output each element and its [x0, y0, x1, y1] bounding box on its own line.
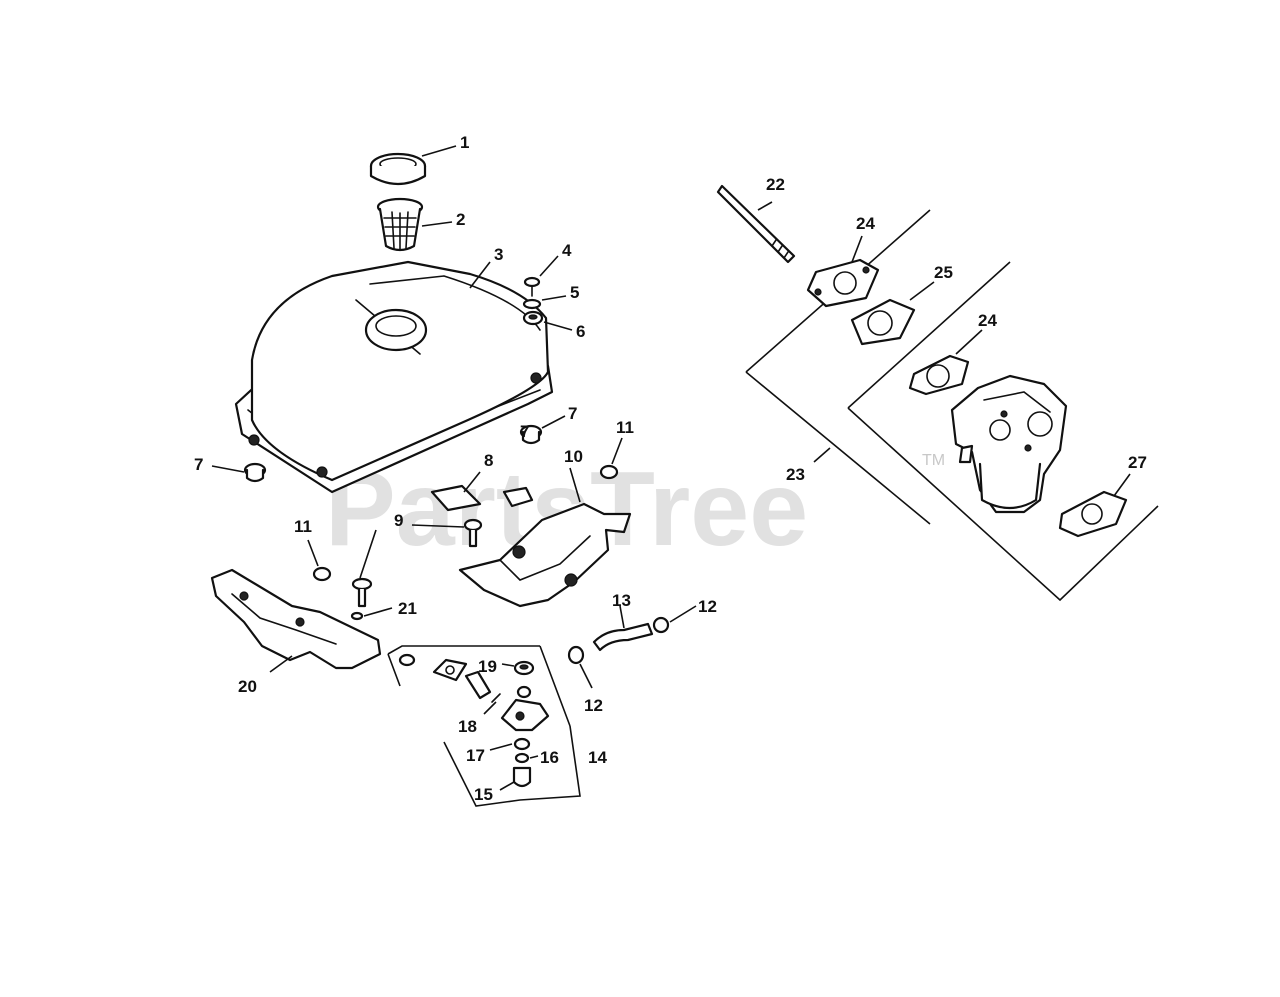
callout-4: 4 [562, 241, 572, 260]
part-gasket-27[interactable] [1058, 490, 1128, 538]
part-fuel-tank[interactable] [234, 260, 554, 494]
callout-14: 14 [588, 748, 607, 767]
part-washer-21[interactable] [350, 611, 364, 621]
watermark-trademark: TM [922, 452, 945, 469]
part-grommet-6[interactable] [522, 310, 544, 326]
callout-24a: 24 [856, 214, 875, 233]
callout-12a: 12 [698, 597, 717, 616]
part-bolt-4[interactable] [523, 276, 541, 297]
callout-2: 2 [456, 210, 465, 229]
part-washer-5[interactable] [522, 298, 542, 310]
callout-18: 18 [458, 717, 477, 736]
callout-15: 15 [474, 785, 493, 804]
part-insulator-25[interactable] [850, 298, 916, 346]
part-bushing-7a[interactable] [519, 424, 543, 445]
callout-8: 8 [484, 451, 493, 470]
watermark: PartsTree TM [325, 450, 945, 568]
callout-27: 27 [1128, 453, 1147, 472]
part-bolt-9b[interactable] [351, 577, 373, 608]
callout-16: 16 [540, 748, 559, 767]
callout-3: 3 [494, 245, 503, 264]
part-bushing-7b[interactable] [243, 462, 267, 483]
part-cap-11a[interactable] [599, 464, 619, 480]
callout-11a: 11 [616, 418, 634, 437]
callout-11b: 11 [294, 517, 312, 536]
callout-10: 10 [564, 447, 583, 466]
part-carb-gasket-24b[interactable] [908, 354, 970, 396]
callout-5: 5 [570, 283, 579, 302]
part-bolt-9a[interactable] [463, 518, 483, 548]
callout-13: 13 [612, 591, 631, 610]
part-clamp-12a[interactable] [567, 645, 585, 665]
callout-24b: 24 [978, 311, 997, 330]
part-clamp-12b[interactable] [652, 616, 670, 634]
callout-12b: 12 [584, 696, 603, 715]
callout-7b: 7 [194, 455, 203, 474]
part-valve-body[interactable] [500, 685, 550, 732]
part-fuel-hose[interactable] [592, 622, 654, 652]
callout-25: 25 [934, 263, 953, 282]
leader-lines [211, 145, 1131, 791]
callout-7c: 7 [520, 422, 529, 441]
callout-17: 17 [466, 746, 485, 765]
part-valve-washer-19[interactable] [513, 660, 535, 676]
part-fuel-valve-assembly[interactable] [387, 645, 581, 807]
part-pad-8[interactable] [430, 484, 482, 512]
part-fuel-strainer[interactable] [376, 197, 424, 252]
callout-23: 23 [786, 465, 805, 484]
callout-19: 19 [478, 657, 497, 676]
part-carburetor[interactable] [950, 374, 1068, 514]
part-stud[interactable] [716, 184, 796, 264]
callout-20: 20 [238, 677, 257, 696]
part-valve-seal-17[interactable] [513, 737, 531, 751]
part-valve-gasket[interactable] [432, 658, 468, 682]
part-valve-screw[interactable] [398, 653, 416, 667]
callout-6: 6 [576, 322, 585, 341]
part-tank-bracket[interactable] [458, 486, 632, 608]
part-cap-11b[interactable] [312, 566, 332, 582]
callout-7a: 7 [568, 404, 577, 423]
part-valve-ring-16[interactable] [514, 752, 530, 764]
callout-22: 22 [766, 175, 785, 194]
part-carburetor-assembly[interactable] [745, 209, 1159, 602]
part-valve-cup-15[interactable] [512, 766, 532, 788]
part-mount-bracket[interactable] [210, 568, 382, 670]
part-carb-gasket-24a[interactable] [806, 258, 880, 308]
part-fuel-cap[interactable] [369, 152, 427, 186]
callout-9: 9 [394, 511, 403, 530]
callout-1: 1 [460, 133, 469, 152]
callout-21: 21 [398, 599, 417, 618]
part-valve-lever-18[interactable] [464, 670, 501, 703]
callout-labels: 1 2 3 4 5 6 7 7 7 8 9 10 11 11 12 12 13 … [194, 133, 1147, 804]
